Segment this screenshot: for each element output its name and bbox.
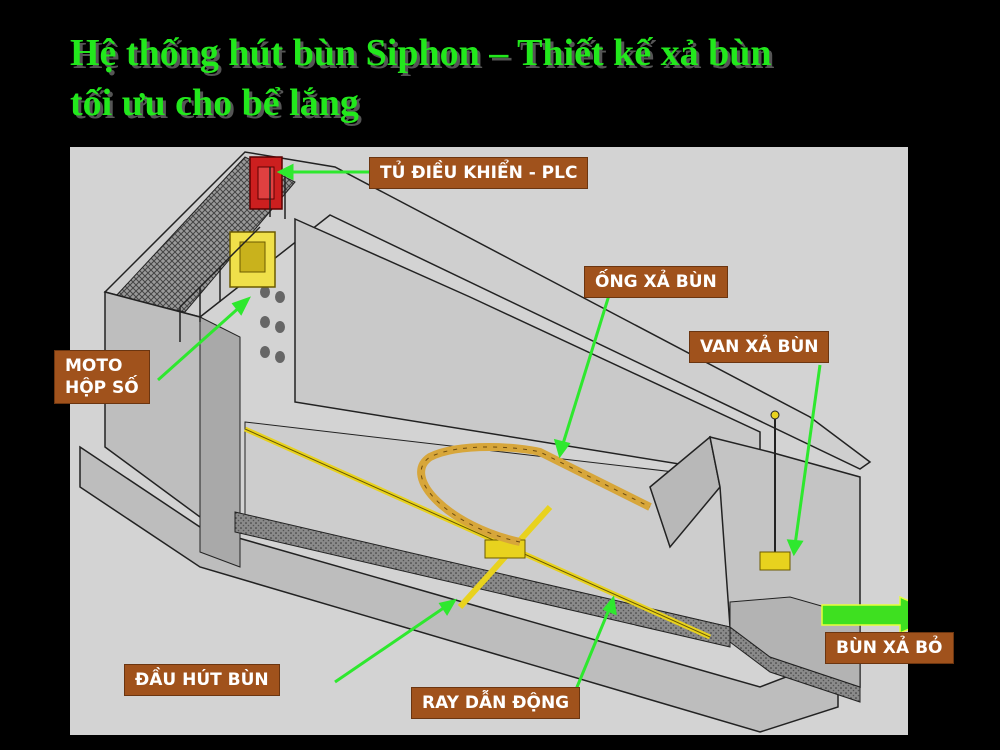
motor-gearbox-unit [229, 231, 276, 288]
sludge-outflow-arrow [821, 595, 908, 635]
arrow-to-discharge-pipe [560, 291, 612, 448]
sludge-tank-diagram [70, 147, 908, 735]
arrow-to-guide-rail [573, 606, 612, 693]
pointer-arrows [157, 163, 822, 693]
slide-title-line-1: Hệ thống hút bùn Siphon – Thiết kế xả bù… [70, 32, 772, 74]
arrow-to-suction-head [334, 603, 449, 684]
label-suction-head: ĐẦU HÚT BÙN [124, 664, 280, 696]
slide-title-line-2: tối ưu cho bể lắng [70, 82, 359, 124]
label-discharge-valve: VAN XẢ BÙN [689, 331, 830, 363]
label-discharge-pipe: ỐNG XẢ BÙN [584, 266, 728, 298]
label-motor-gearbox: MOTO HỘP SỐ [54, 350, 150, 404]
label-sludge-out: BÙN XẢ BỎ [825, 632, 954, 664]
discharge-valve-body [759, 551, 791, 571]
label-control-cabinet: TỦ ĐIỀU KHIỂN - PLC [369, 157, 589, 189]
ground-slab [79, 445, 839, 733]
handrail [179, 167, 286, 342]
arrow-to-motor [157, 303, 243, 382]
slide-title: Hệ thống hút bùn Siphon – Thiết kế xả bù… [70, 28, 970, 128]
left-wall-face [199, 316, 241, 568]
label-guide-rail: RAY DẪN ĐỘNG [411, 687, 581, 719]
arrow-to-valve [793, 364, 822, 546]
wall-openings [260, 286, 285, 363]
label-motor-line-1: MOTO [65, 356, 123, 376]
label-motor-line-2: HỘP SỐ [65, 378, 139, 398]
tank-illustration [79, 151, 908, 733]
